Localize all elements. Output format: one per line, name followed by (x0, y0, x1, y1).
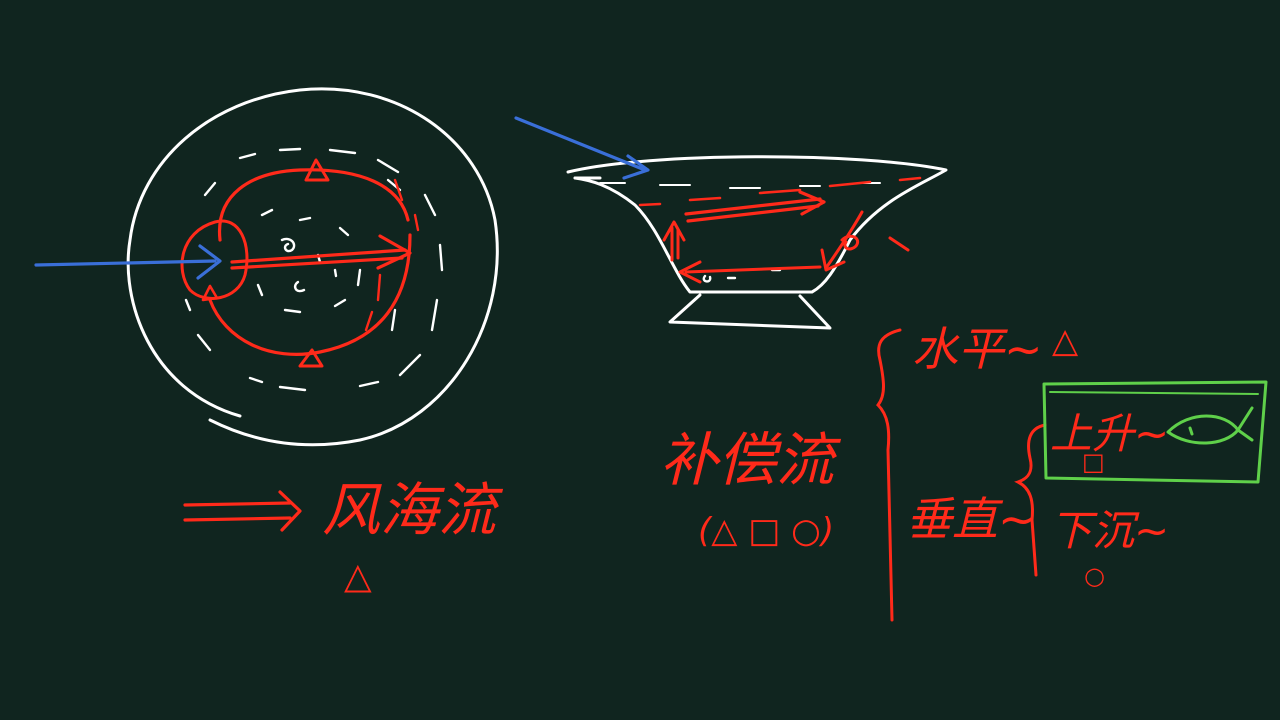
downwelling-symbol: ○ (1084, 562, 1105, 590)
water-surface-dashes (599, 182, 881, 189)
wind-current-label: 风海流 (322, 476, 504, 544)
red-dashed-arc (364, 178, 420, 332)
current-direction-arrow (230, 234, 412, 270)
upwelling-symbol: □ (1082, 448, 1105, 476)
compensation-current-label: 补偿流 (660, 426, 842, 494)
wind-current-conclusion: 风海流 △ (183, 476, 504, 597)
top-triangle-marker (304, 158, 330, 182)
inflow-small-circle (180, 219, 249, 300)
bowl-base (668, 293, 832, 330)
bowl-outline (566, 155, 948, 294)
surface-current-arrow (684, 190, 826, 223)
upwelling-highlight-box (1042, 380, 1268, 484)
wind-arrow (34, 244, 222, 280)
wind-current-symbol: △ (344, 556, 372, 597)
horizontal-label: 水平~ (912, 322, 1043, 376)
downwelling-arrow (820, 210, 910, 272)
red-surface-dashes (638, 176, 922, 207)
wind-current-loop (208, 168, 412, 356)
main-brace (875, 328, 902, 622)
dashed-inner-rings (184, 147, 444, 392)
vertical-label: 垂直~ (906, 492, 1037, 546)
compensation-symbols: (△ □ ○) (698, 511, 834, 551)
bottom-triangle-marker (298, 348, 324, 368)
fish-icon (1166, 406, 1254, 445)
horizontal-symbol: △ (1052, 321, 1079, 361)
left-small-triangle (201, 284, 219, 302)
upwelling-label: 上升~ (1050, 409, 1169, 458)
left-basin-diagram (34, 87, 499, 447)
bottom-return-arrow (678, 260, 822, 284)
wind-arrow-section (514, 116, 650, 180)
right-basin-cross-section (514, 116, 948, 330)
implication-arrow (183, 490, 302, 532)
compensation-current-notes: 补偿流 (△ □ ○) 水平~ △ 垂直~ 上升~ □ 下沉~ ○ (660, 321, 1268, 622)
upwelling-arrow (662, 220, 686, 262)
vertical-brace (1014, 423, 1047, 577)
downwelling-label: 下沉~ (1050, 506, 1169, 555)
